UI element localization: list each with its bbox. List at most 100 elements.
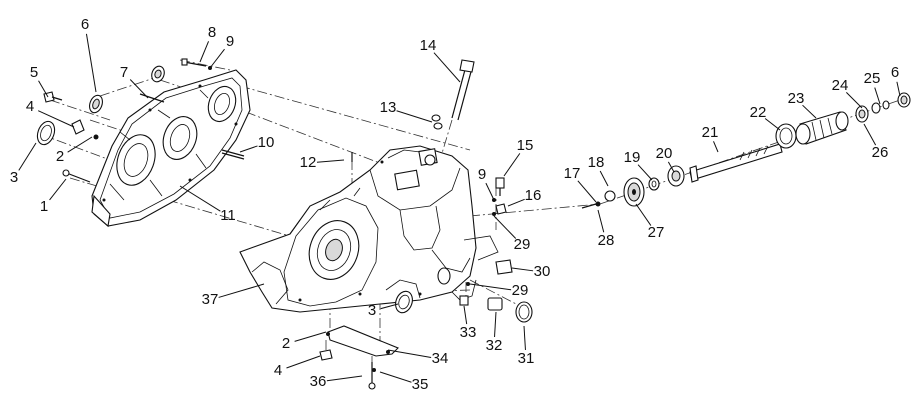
callout-label: 21 (702, 124, 719, 141)
callout-c11: 11 (179, 185, 236, 224)
callout-c30: 30 (511, 263, 551, 280)
callout-leader (713, 141, 719, 153)
callout-leader (637, 164, 653, 181)
callout-c6a: 6 (81, 16, 97, 93)
callout-c13: 13 (380, 99, 433, 123)
callout-label: 4 (26, 98, 34, 115)
callout-label: 33 (460, 324, 477, 341)
callout-c9b: 9 (478, 166, 495, 201)
callout-c35: 35 (379, 371, 429, 393)
callout-leader (294, 331, 327, 342)
callout-leader (597, 209, 605, 233)
callout-c19: 19 (624, 149, 653, 181)
callout-label: 20 (656, 145, 673, 162)
callout-c36: 36 (310, 373, 363, 390)
callout-leader (874, 87, 881, 105)
callout-leader (511, 267, 534, 272)
callout-leader (469, 283, 512, 291)
callout-label: 19 (624, 149, 641, 166)
callout-c4b: 4 (274, 355, 321, 379)
callout-c22: 22 (750, 104, 781, 131)
callout-leader (667, 161, 675, 173)
callout-leader (802, 104, 817, 119)
callout-leader (396, 110, 433, 123)
callout-label: 2 (56, 148, 64, 165)
callout-leader (67, 136, 93, 153)
callout-label: 29 (512, 282, 529, 299)
callout-c21: 21 (702, 124, 719, 153)
callout-c12: 12 (300, 154, 345, 171)
callout-leader (179, 185, 221, 212)
callout-label: 14 (420, 37, 437, 54)
callout-c8: 8 (199, 24, 216, 63)
callout-c9a: 9 (209, 33, 234, 69)
main-gearcase-housing (239, 145, 499, 313)
callout-label: 16 (525, 187, 542, 204)
callout-label: 2 (282, 335, 290, 352)
left-case-cover (91, 69, 251, 228)
callout-leader (523, 325, 526, 351)
callout-label: 27 (648, 224, 665, 241)
callout-c33: 33 (460, 305, 477, 341)
callout-c34: 34 (387, 349, 449, 367)
callout-c23: 23 (788, 90, 817, 119)
callout-c15: 15 (503, 137, 533, 177)
callout-leader (493, 215, 517, 239)
callout-leader (577, 180, 597, 203)
left-small-parts (36, 58, 245, 183)
callout-c28: 28 (597, 209, 615, 249)
callout-leader (326, 375, 363, 382)
callout-c16: 16 (507, 187, 542, 207)
callout-c2: 2 (56, 136, 93, 165)
callout-leader (463, 305, 468, 325)
callout-leader (209, 48, 225, 69)
shaft-assembly (581, 92, 911, 209)
callout-label: 34 (432, 350, 449, 367)
callout-leader (380, 303, 399, 310)
callout-leader (387, 349, 432, 358)
callout-leader (218, 283, 265, 298)
callout-leader (494, 311, 497, 338)
callout-c25: 25 (864, 70, 881, 105)
callout-leader (379, 371, 412, 383)
bottom-plate (319, 325, 399, 390)
callout-label: 29 (514, 236, 531, 253)
callout-c27: 27 (635, 203, 665, 241)
callout-label: 22 (750, 104, 767, 121)
callout-leader (38, 80, 49, 98)
callout-leader (485, 182, 495, 201)
callout-leader (635, 203, 652, 226)
callout-label: 3 (368, 302, 376, 319)
callout-c3: 3 (10, 142, 37, 186)
callout-c29b: 29 (469, 282, 529, 299)
callout-label: 36 (310, 373, 327, 390)
callout-label: 10 (258, 134, 275, 151)
callout-label: 17 (564, 165, 581, 182)
callout-leader (503, 153, 521, 177)
callout-leader (37, 110, 75, 128)
callout-leader (863, 123, 877, 146)
callout-label: 30 (534, 263, 551, 280)
callout-c18: 18 (588, 154, 609, 187)
callout-leader (507, 198, 525, 207)
callout-leader (316, 159, 345, 163)
callout-c26: 26 (863, 123, 888, 161)
callout-label: 35 (412, 376, 429, 393)
callout-label: 4 (274, 362, 282, 379)
callout-label: 28 (598, 232, 615, 249)
callout-c1: 1 (40, 178, 67, 215)
callout-leader (286, 355, 321, 369)
callout-label: 18 (588, 154, 605, 171)
callout-leader (49, 178, 67, 201)
callout-c20: 20 (656, 145, 675, 173)
callout-c32: 32 (486, 311, 502, 354)
callout-c4: 4 (26, 98, 75, 128)
callout-c6b: 6 (891, 64, 901, 97)
callout-label: 8 (208, 24, 216, 41)
callout-leader (18, 142, 37, 171)
callout-label: 13 (380, 99, 397, 116)
callout-c17: 17 (564, 165, 597, 203)
callout-leader (846, 92, 863, 109)
